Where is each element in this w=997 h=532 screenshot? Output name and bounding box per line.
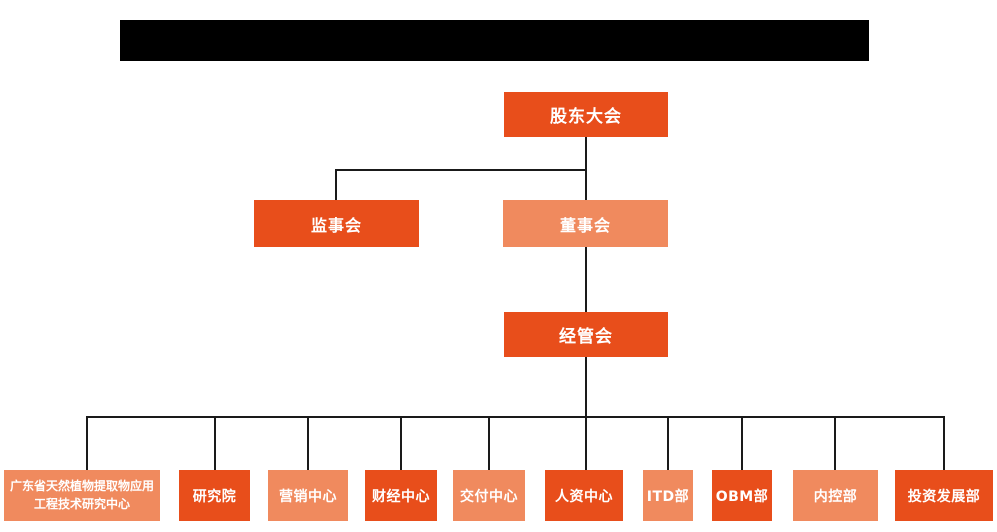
connector-drop-dept2 xyxy=(214,416,216,470)
connector-drop-dept6 xyxy=(585,416,587,470)
connector-drop-supervisors xyxy=(335,169,337,200)
connector-drop-dept1 xyxy=(86,416,88,470)
org-node-delivery-center: 交付中心 xyxy=(453,470,525,521)
org-node-research-institute: 研究院 xyxy=(179,470,250,521)
connector-shareholders-to-directors xyxy=(585,137,587,200)
connector-drop-dept5 xyxy=(488,416,490,470)
connector-branch-horizontal xyxy=(335,169,587,171)
org-node-obm-department: OBM部 xyxy=(712,470,772,521)
connector-bottom-rail xyxy=(86,416,945,418)
org-node-marketing-center: 营销中心 xyxy=(268,470,348,521)
org-node-board-of-supervisors: 监事会 xyxy=(254,200,419,247)
connector-management-to-rail xyxy=(585,357,587,417)
org-node-itd-department: ITD部 xyxy=(643,470,693,521)
connector-directors-to-management xyxy=(585,247,587,312)
connector-drop-dept10 xyxy=(943,416,945,470)
org-node-finance-center: 财经中心 xyxy=(365,470,437,521)
org-node-board-of-directors: 董事会 xyxy=(503,200,668,247)
connector-drop-dept9 xyxy=(834,416,836,470)
org-node-shareholders-meeting: 股东大会 xyxy=(504,92,668,137)
connector-drop-dept8 xyxy=(741,416,743,470)
org-node-guangdong-research-center: 广东省天然植物提取物应用工程技术研究中心 xyxy=(4,470,160,521)
connector-drop-dept7 xyxy=(667,416,669,470)
org-node-investment-development-department: 投资发展部 xyxy=(895,470,993,521)
connector-drop-dept4 xyxy=(400,416,402,470)
org-node-internal-control-department: 内控部 xyxy=(793,470,878,521)
redacted-title-block xyxy=(120,20,869,61)
connector-drop-dept3 xyxy=(307,416,309,470)
org-node-hr-center: 人资中心 xyxy=(545,470,623,521)
org-node-management-committee: 经管会 xyxy=(504,312,668,357)
